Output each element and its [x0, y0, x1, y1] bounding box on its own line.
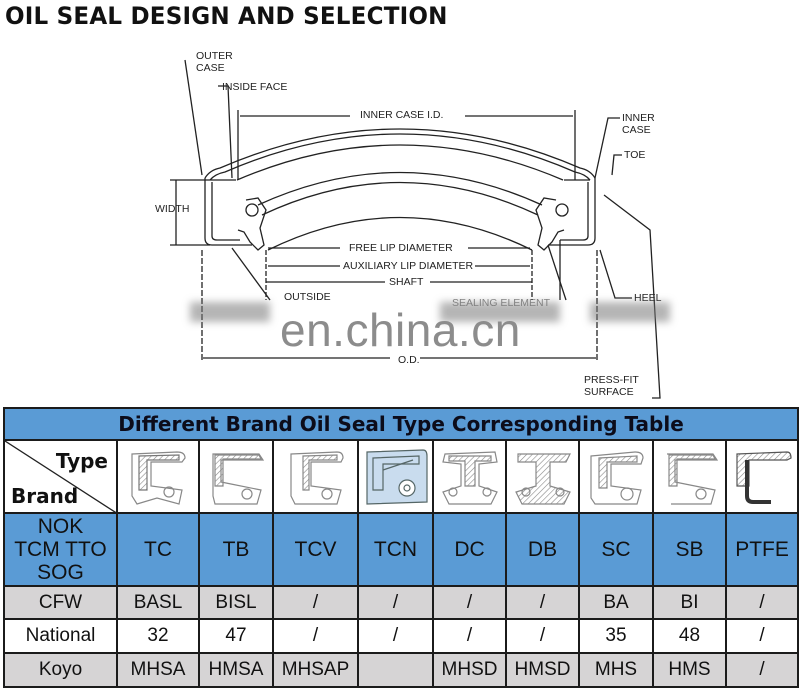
seal-ptfe-icon: [724, 439, 800, 514]
seal-tcn-icon: [357, 439, 434, 514]
table-cell: /: [432, 618, 507, 654]
label-free-lip-diameter: FREE LIP DIAMETER: [349, 242, 453, 254]
brand-line: TCM TTO: [14, 538, 107, 561]
table-cell: BASL: [116, 585, 200, 620]
type-cell: SC: [578, 512, 654, 587]
label-inner-case-line1: INNER: [622, 112, 655, 124]
page-title: OIL SEAL DESIGN AND SELECTION: [5, 2, 448, 30]
table-cell: BISL: [198, 585, 274, 620]
table-cell: [357, 652, 434, 688]
table-cell: 35: [578, 618, 654, 654]
table-cell: /: [724, 618, 800, 654]
table-cell: HMSD: [505, 652, 580, 688]
type-cell: DC: [432, 512, 507, 587]
label-inner-case-line2: CASE: [622, 124, 651, 136]
label-outer-case-line2: CASE: [196, 62, 225, 74]
table-cell: BI: [652, 585, 727, 620]
label-width: WIDTH: [155, 203, 190, 215]
table-cell: MHSA: [116, 652, 200, 688]
table-cell: /: [505, 585, 580, 620]
table-title: Different Brand Oil Seal Type Correspond…: [2, 407, 800, 441]
seal-sc-icon: [578, 439, 654, 514]
brand-cell-koyo: Koyo: [3, 652, 118, 688]
corner-type-label: Type: [55, 449, 108, 473]
watermark-blur-band: [190, 302, 270, 322]
label-inner-case-id: INNER CASE I.D.: [360, 109, 444, 121]
table-cell: HMS: [652, 652, 727, 688]
table-cell: /: [357, 618, 434, 654]
type-cell: TCV: [272, 512, 359, 587]
table-cell: /: [432, 585, 507, 620]
label-inside-face: INSIDE FACE: [222, 81, 288, 93]
table-cell: 47: [198, 618, 274, 654]
corner-brand-label: Brand: [11, 484, 79, 508]
brand-line: NOK: [37, 515, 84, 538]
seal-dc-icon: [432, 439, 507, 514]
table-cell: MHSD: [432, 652, 507, 688]
brand-line: SOG: [37, 561, 84, 584]
label-toe: TOE: [624, 149, 646, 161]
type-cell: TB: [198, 512, 274, 587]
seal-tcv-icon: [272, 439, 359, 514]
diagonal-divider-icon: [6, 442, 115, 511]
watermark-blur-band: [590, 302, 670, 322]
table-cell: BA: [578, 585, 654, 620]
brand-cell-national: National: [3, 618, 118, 654]
label-od: O.D.: [398, 354, 420, 366]
watermark: en.china.cn: [280, 304, 521, 356]
label-auxiliary-lip-diameter: AUXILIARY LIP DIAMETER: [343, 260, 474, 272]
label-heel: HEEL: [634, 292, 662, 304]
oil-seal-type-table: Different Brand Oil Seal Type Correspond…: [2, 407, 800, 688]
seal-tc-icon: [116, 439, 200, 514]
type-cell: SB: [652, 512, 727, 587]
label-outside: OUTSIDE: [284, 291, 331, 303]
type-cell: TCN: [357, 512, 434, 587]
seal-db-icon: [505, 439, 580, 514]
label-shaft: SHAFT: [389, 276, 424, 288]
table-cell: /: [505, 618, 580, 654]
brand-cell-cfw: CFW: [3, 585, 118, 620]
type-cell: DB: [505, 512, 580, 587]
label-outer-case-line1: OUTER: [196, 50, 233, 62]
table-cell: MHS: [578, 652, 654, 688]
table-cell: /: [357, 585, 434, 620]
table-cell: HMSA: [198, 652, 274, 688]
table-cell: MHSAP: [272, 652, 359, 688]
table-cell: /: [724, 585, 800, 620]
seal-sb-icon: [652, 439, 727, 514]
table-cell: /: [724, 652, 800, 688]
table-cell: 48: [652, 618, 727, 654]
type-cell: TC: [116, 512, 200, 587]
corner-cell: Type Brand: [3, 439, 118, 514]
watermark-blur-band: [440, 302, 560, 322]
table-cell: 32: [116, 618, 200, 654]
type-cell: PTFE: [724, 512, 800, 587]
seal-tb-icon: [198, 439, 274, 514]
table-cell: /: [272, 585, 359, 620]
label-press-fit-line2: SURFACE: [584, 386, 634, 398]
table-cell: /: [272, 618, 359, 654]
label-press-fit-line1: PRESS-FIT: [584, 374, 639, 386]
